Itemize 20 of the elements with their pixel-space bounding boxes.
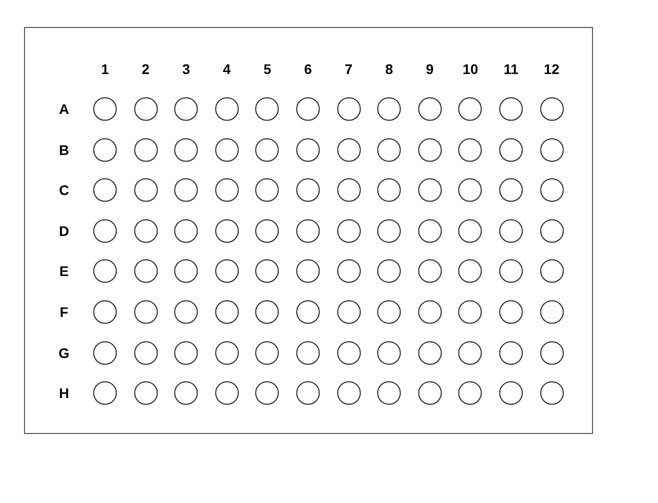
row-letter: E (59, 263, 69, 280)
column-number: 1 (101, 61, 109, 77)
row-letter: G (58, 344, 70, 361)
column-number: 8 (385, 61, 394, 77)
column-number: 4 (222, 61, 231, 77)
column-number: 10 (462, 61, 478, 77)
column-number: 11 (504, 61, 518, 77)
column-number: 6 (304, 61, 312, 77)
column-number: 2 (142, 61, 150, 77)
row-letter: D (58, 222, 70, 239)
row-letter: A (58, 101, 70, 117)
row-letter: B (58, 142, 70, 158)
column-number: 7 (344, 61, 352, 77)
row-letter: C (58, 182, 70, 198)
column-number: 3 (182, 61, 190, 77)
row-letter: F (60, 304, 68, 320)
column-number: 5 (264, 61, 272, 77)
column-number: 12 (544, 61, 560, 77)
column-number: 9 (426, 61, 434, 77)
row-letter: H (58, 385, 70, 402)
